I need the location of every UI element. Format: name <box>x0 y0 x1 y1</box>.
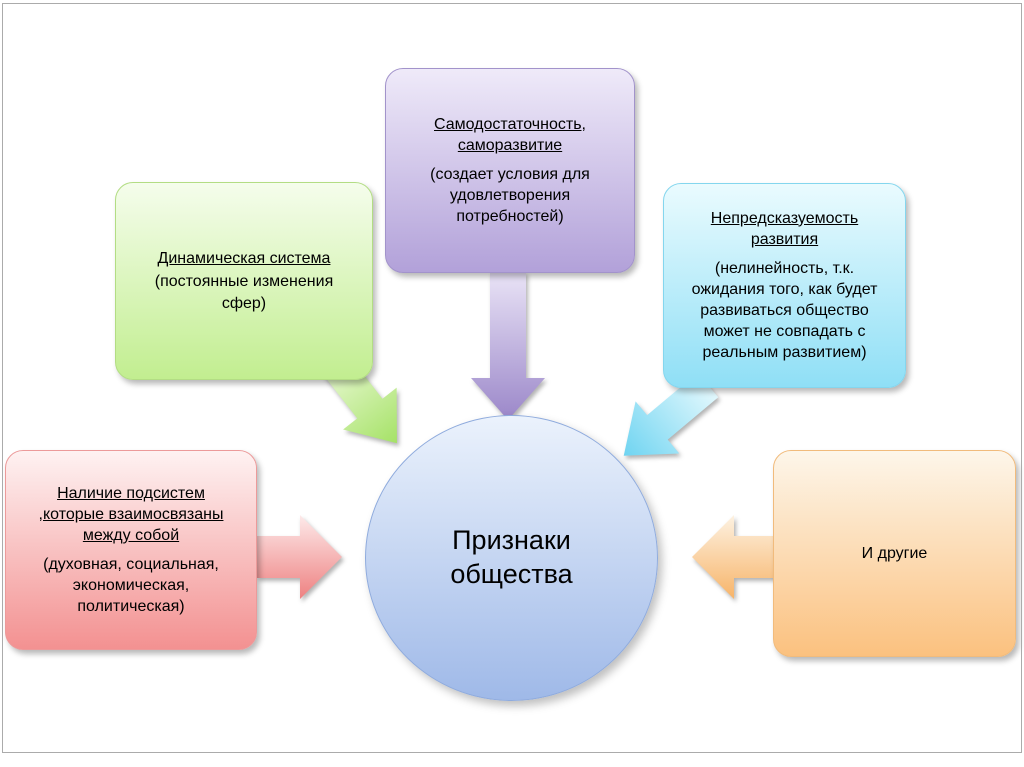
node-unpredictable-title: Непредсказуемость развития <box>710 209 859 248</box>
node-dynamic-body: (постоянные изменения сфер) <box>154 273 334 312</box>
node-subsystems-title: Наличие подсистем ,которые взаимосвязаны… <box>38 484 224 544</box>
node-dynamic-title: Динамическая система <box>157 250 331 268</box>
node-subsystems: Наличие подсистем ,которые взаимосвязаны… <box>5 450 257 650</box>
node-selfdev-body: (создает условия для удовлетворения потр… <box>430 165 590 226</box>
node-subsystems-body: (духовная, социальная, экономическая, по… <box>43 556 219 616</box>
node-unpredictable-body: (нелинейность, т.к. ожидания того, как б… <box>691 259 878 362</box>
node-self-sufficiency: Самодостаточность, саморазвитие (создает… <box>385 68 635 273</box>
arrow-others <box>692 515 777 599</box>
node-unpredictability: Непредсказуемость развития (нелинейность… <box>663 183 906 388</box>
center-label: Признаки общества <box>450 525 573 589</box>
arrow-selfdev <box>471 272 545 420</box>
node-dynamic-system: Динамическая система (постоянные изменен… <box>115 182 373 380</box>
arrow-subsystems <box>257 515 342 599</box>
node-others-label: И другие <box>861 544 928 562</box>
node-others: И другие <box>773 450 1016 657</box>
center-ellipse: Признаки общества <box>365 415 658 701</box>
node-selfdev-title: Самодостаточность, саморазвитие <box>434 115 586 154</box>
